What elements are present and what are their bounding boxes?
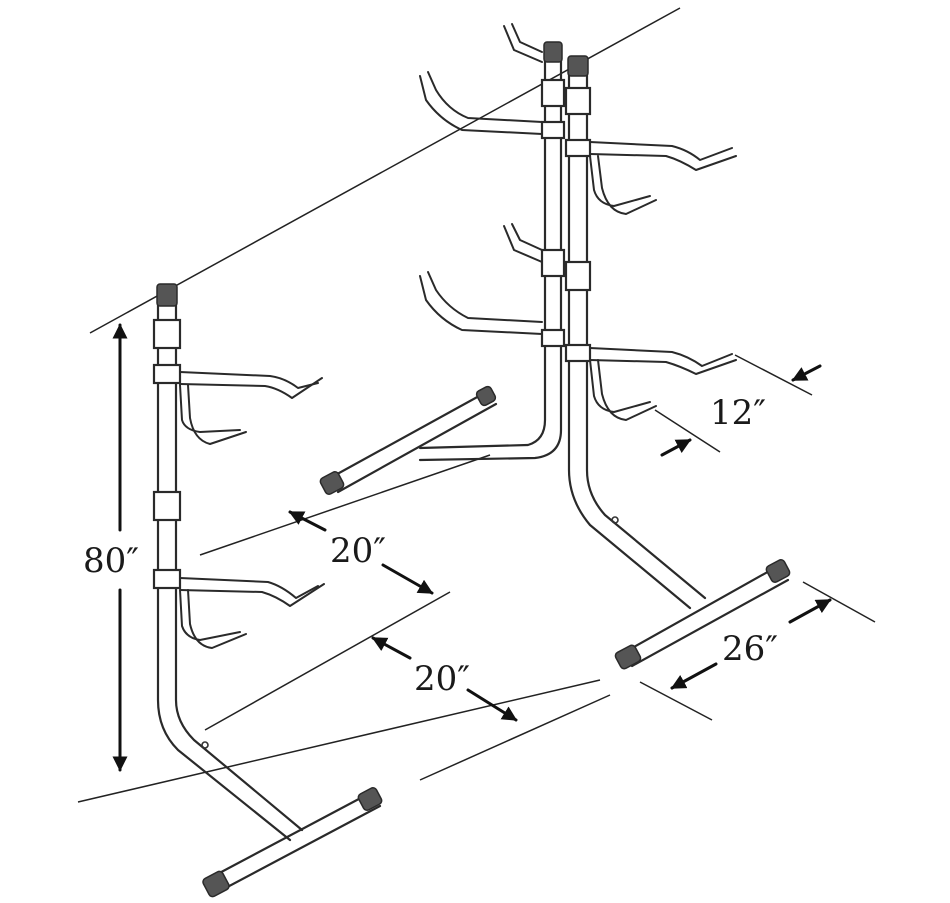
front-arm-4-top [179,589,241,641]
spacing-rear-arrow-right [466,688,518,722]
spacing-rear-label: 20″ [414,659,470,699]
front-foot-top [208,790,374,880]
rear-collar-b3 [564,260,592,292]
rear-post-a-left-edge [418,58,547,450]
dimension-height: 80″ [83,323,139,772]
mid-extension-line-1 [199,454,491,556]
rear-foot-b-cap-right [765,559,791,583]
front-post-right-edge [174,298,304,832]
rear-foot-a-bottom [336,402,498,494]
front-arm-2-top [179,384,241,433]
rear-collar-b4 [564,343,592,363]
arm-spacing-arrow-bottom [660,438,692,457]
arm-extension-line-top [734,354,813,396]
front-foot-cap-left [202,870,230,898]
front-foot-cap-right [357,787,383,811]
rear-foot-a-top [328,388,492,480]
base-width-label: 26″ [722,629,778,669]
rear-foot-b-cap-left [614,644,642,670]
rear-collar-a1 [540,78,566,108]
front-collar-1 [152,318,182,350]
front-foot-bottom [216,804,382,894]
arm-spacing-arrow-top [791,364,822,382]
rear-arm-r1-bottom [589,153,737,171]
rear-arm-l4-top [511,223,543,251]
rear-arm-l2-top [511,23,543,53]
front-post-cap [156,283,178,307]
rear-collar-b2 [564,138,592,158]
rear-collar-a2 [540,120,566,140]
rear-arm-r2-bottom [597,155,657,215]
rear-collar-a3 [540,248,566,278]
rear-arm-r3-bottom [589,359,737,375]
base-extension-line-left [639,681,713,721]
rear-pin [611,516,619,524]
rear-arm-l1-bottom [419,75,543,135]
rear-post-b-left-edge [567,68,692,610]
rear-post-b-cap [567,55,589,77]
spacing-front-arrow-right [381,563,434,595]
rear-arm-r4-bottom [597,359,657,421]
dimension-spacing-rear: 20″ [371,636,518,722]
arm-spacing-label: 12″ [710,393,766,433]
rear-post-a-right-edge [418,58,563,462]
front-arm-1-bottom [179,377,323,399]
rear-post-b-right-edge [585,68,707,600]
front-arm-3-top [179,577,319,599]
rear-post-a-cap [543,41,563,63]
rear-foot-b-top [623,563,782,654]
dimension-spacing-front: 20″ [288,510,434,595]
front-pin [201,741,209,749]
rear-foot-a-cap-right [475,385,497,407]
front-collar-2 [152,363,182,385]
front-arm-2-bottom [187,384,247,445]
rear-foot-a-cap [319,471,345,495]
rear-arm-l2-bottom [503,25,543,63]
rear-arm-l1-top [427,71,543,123]
front-stand [152,283,383,898]
rear-stand [319,23,791,670]
rear-arm-r2-top [589,155,651,207]
rear-arm-l4-bottom [503,225,543,263]
front-arm-1-top [179,371,319,389]
rear-arm-l3-bottom [419,275,543,335]
front-arm-4-bottom [187,589,247,649]
base-width-arrow-left [670,662,718,690]
base-extension-line-right [802,581,876,623]
rear-arm-r3-top [589,347,733,367]
mid-extension-line-2 [204,591,451,731]
dimension-arm-spacing: 12″ [660,364,822,457]
bottom-extension-line [77,679,601,803]
spacing-front-arrow-left [288,510,327,532]
height-label: 80″ [83,541,139,581]
rear-collar-a4 [540,328,566,348]
rear-foot-b-bottom [630,578,790,668]
rear-collar-b1 [564,86,592,116]
front-arm-3-bottom [179,583,325,607]
front-post-left-edge [156,298,292,842]
dimension-base-width: 26″ [670,598,832,690]
spacing-rear-arrow-left [371,636,412,660]
rear-arm-r4-top [589,359,651,413]
front-collar-4 [152,568,182,590]
mid-extension-line-3 [419,694,611,781]
rear-arm-l3-top [427,271,543,323]
front-collar-3 [152,490,182,522]
spacing-front-label: 20″ [330,531,386,571]
arm-extension-line-bottom [654,409,721,453]
rear-arm-r1-top [589,141,733,161]
base-width-arrow-right [788,598,832,624]
